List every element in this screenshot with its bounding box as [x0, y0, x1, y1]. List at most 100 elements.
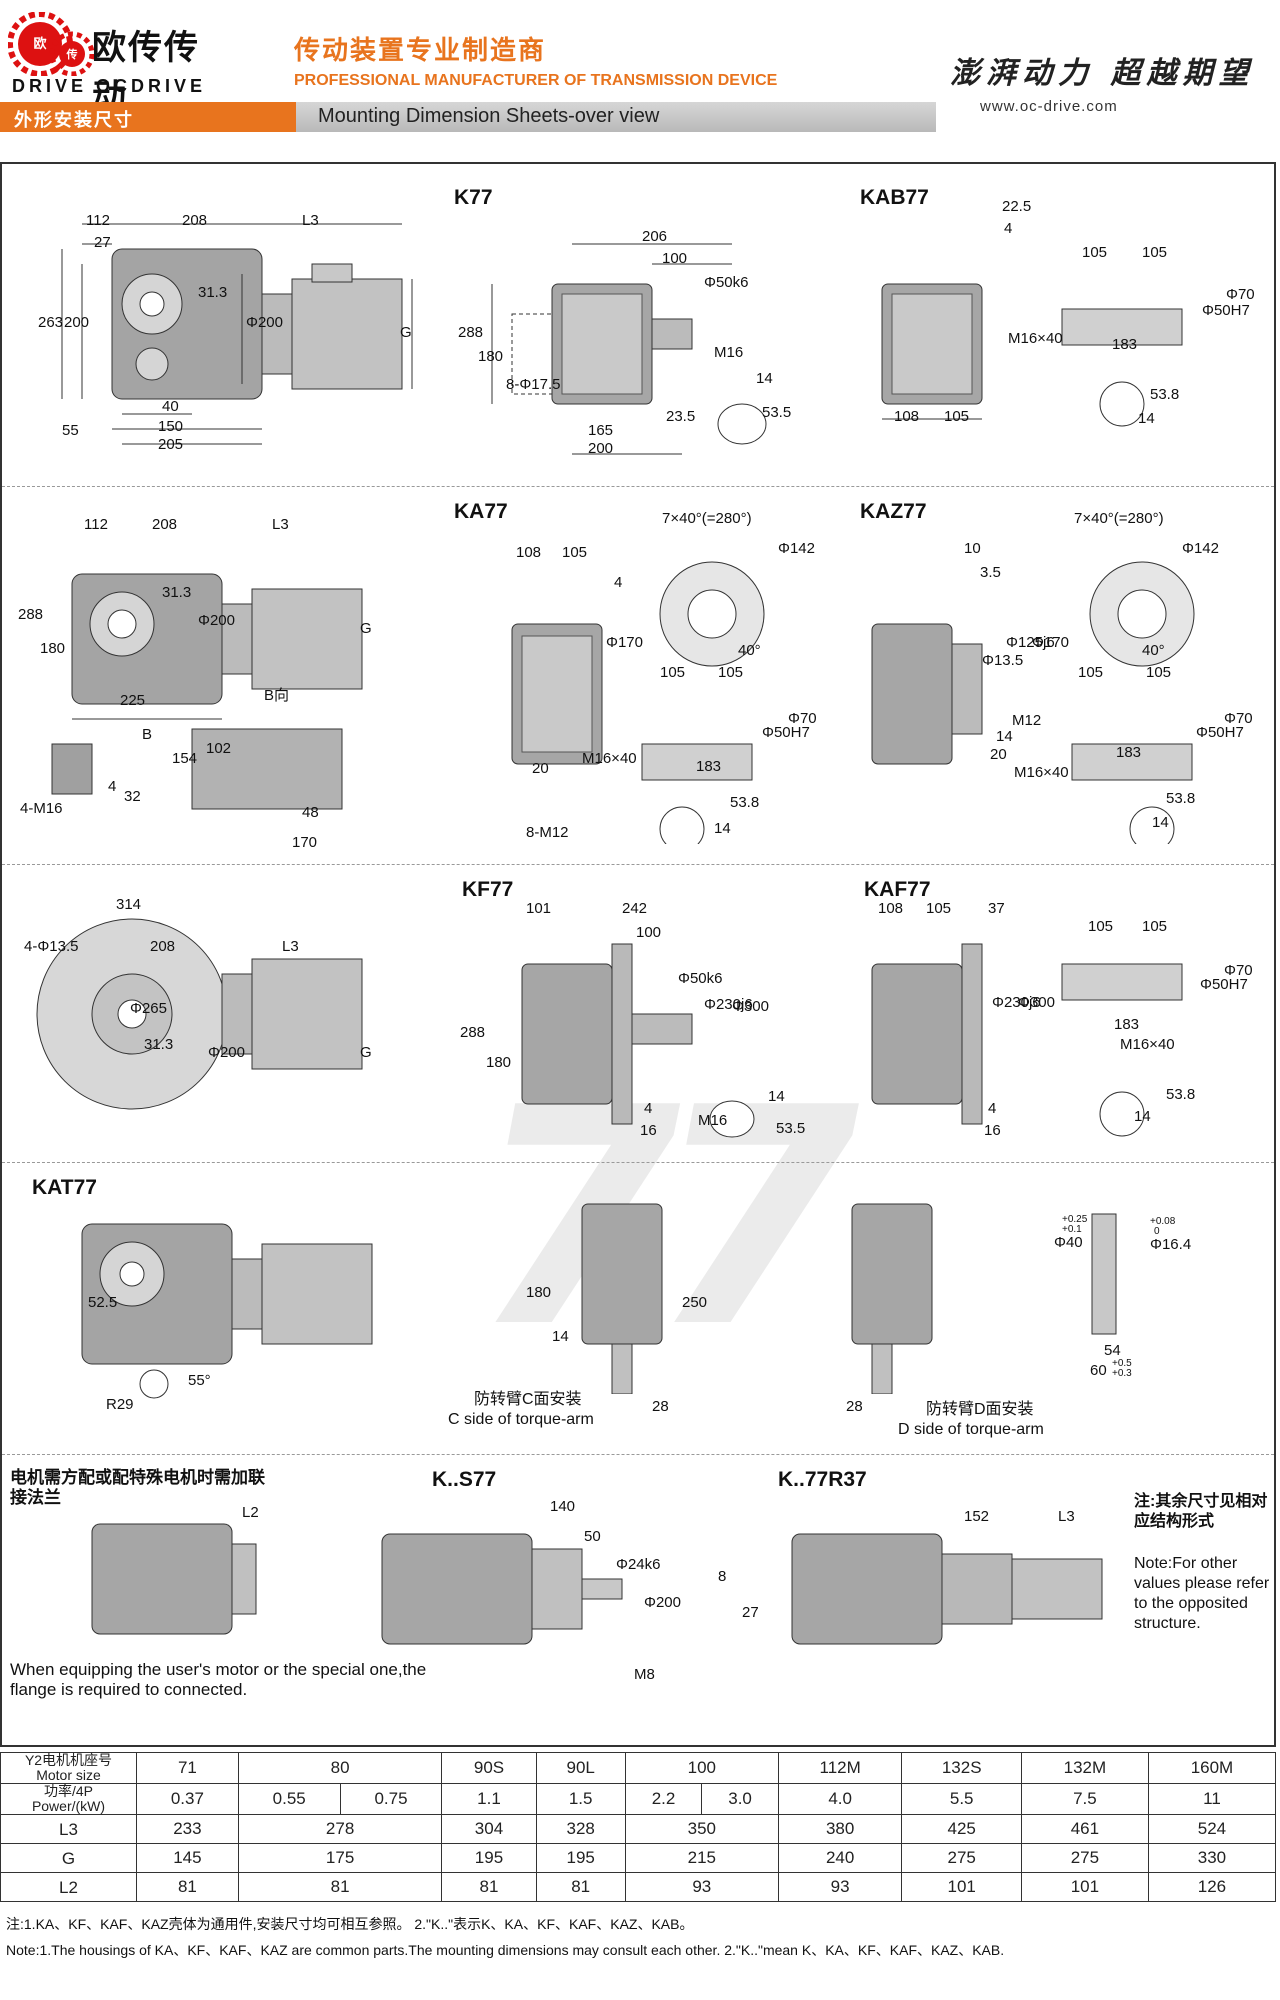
footnote-en: Note:1.The housings of KA、KF、KAF、KAZ are…: [6, 1942, 1005, 1958]
dim-label: 105: [562, 544, 588, 561]
table-cell: 81: [237, 1872, 443, 1902]
dim-label: Φ13.5: [982, 652, 1024, 669]
dim-label: 200: [588, 440, 614, 457]
table-cell: 240: [777, 1843, 903, 1873]
dim-label: L3: [282, 938, 299, 955]
dim-label: 105: [944, 408, 970, 425]
dim-label: 8: [718, 1568, 727, 1585]
model-label-ks77: K..S77: [432, 1468, 497, 1491]
table-cell: 195: [535, 1843, 626, 1873]
dim-label: 150: [158, 418, 184, 435]
table-cell: 4.0: [777, 1783, 903, 1815]
table-cell: 0.55: [237, 1783, 341, 1815]
dim-label: Φ230j6: [704, 996, 753, 1013]
table-cell: 132S: [901, 1752, 1022, 1784]
table-cell: 0.75: [339, 1783, 443, 1815]
table-cell: 145: [136, 1843, 239, 1873]
dim-label: 27: [742, 1604, 759, 1621]
dim-label: 28: [846, 1398, 863, 1415]
dim-label: Φ24k6: [616, 1556, 661, 1573]
logo-char: 传: [66, 47, 78, 61]
table-cell: 524: [1147, 1814, 1277, 1844]
dim-label: 205: [158, 436, 184, 453]
dim-label: 31.3: [162, 584, 192, 601]
table-cell: 425: [901, 1814, 1022, 1844]
c-side-caption-en: C side of torque-arm: [448, 1411, 594, 1428]
table-row: L2 81 81 81 81 93 93 101 101 126: [0, 1872, 1277, 1902]
dim-label: Φ142: [778, 540, 815, 557]
row-head-en: Motor size: [36, 1767, 101, 1783]
dim-label: Φ230j6: [992, 994, 1041, 1011]
table-cell: 80: [237, 1752, 443, 1784]
dim-label: 40: [162, 398, 179, 415]
dim-label: M12: [1012, 712, 1042, 729]
table-cell: 100: [624, 1752, 779, 1784]
dim-label: 105: [1146, 664, 1172, 681]
dim-label: 40°: [1142, 642, 1165, 659]
dim-label: Φ50H7: [1202, 302, 1250, 319]
dim-label: 14: [996, 728, 1013, 745]
dim-label: 31.3: [198, 284, 228, 301]
dim-label: 40°: [738, 642, 761, 659]
row-head-l2: L2: [0, 1872, 137, 1902]
dim-label: 14: [1152, 814, 1169, 831]
dim-label: 22.5: [1002, 198, 1032, 215]
section-divider: [2, 1162, 1274, 1163]
dim-label: 16: [984, 1122, 1001, 1139]
table-row: G 145 175 195 195 215 240 275 275 330: [0, 1843, 1277, 1873]
dim-label: +0.1: [1062, 1224, 1082, 1235]
dim-label: Φ50H7: [762, 724, 810, 741]
dim-label: +0.3: [1112, 1368, 1132, 1379]
dim-label: M16×40: [582, 750, 637, 767]
model-label-kaf77: KAF77: [864, 878, 931, 901]
dim-label: 54: [1104, 1342, 1121, 1359]
table-cell: 81: [136, 1872, 239, 1902]
dim-label: 53.8: [730, 794, 760, 811]
dim-label: 183: [1114, 1016, 1140, 1033]
dim-label: 208: [182, 212, 208, 229]
dim-label: 288: [460, 1024, 486, 1041]
brand-name-en: DRIVE OCDRIVE: [12, 76, 207, 96]
section-divider: [2, 486, 1274, 487]
dim-label: +0.5: [1112, 1358, 1132, 1369]
dim-label: Φ70: [788, 710, 817, 727]
table-cell: 5.5: [901, 1783, 1022, 1815]
dim-label: L3: [1058, 1508, 1075, 1525]
row-head-en: Power/(kW): [31, 1798, 106, 1814]
dim-label: Φ50k6: [678, 970, 723, 987]
dim-label: R29: [106, 1396, 134, 1413]
dim-label: 165: [588, 422, 614, 439]
dim-label: Φ300: [732, 998, 769, 1015]
model-label-kab77: KAB77: [860, 186, 929, 209]
dim-label: 105: [1142, 918, 1168, 935]
dim-label: 108: [894, 408, 920, 425]
model-label-ka77: KA77: [454, 500, 508, 523]
dim-label: 50: [584, 1528, 601, 1545]
tagline-en: PROFESSIONAL MANUFACTURER OF TRANSMISSIO…: [294, 72, 778, 89]
dim-label: 314: [116, 896, 142, 913]
dim-label: 112: [84, 516, 108, 533]
dim-label: 140: [550, 1498, 576, 1515]
dim-label: 14: [768, 1088, 785, 1105]
table-cell: 132M: [1020, 1752, 1149, 1784]
dim-label: 105: [926, 900, 952, 917]
k-gearmotor-front-drawing: [22, 204, 422, 454]
row-head-g: G: [0, 1843, 137, 1873]
table-cell: 101: [901, 1872, 1022, 1902]
table-cell: 380: [777, 1814, 903, 1844]
dim-label: 52.5: [88, 1294, 118, 1311]
dim-label: 206: [642, 228, 668, 245]
dim-label: L3: [272, 516, 289, 533]
dim-label: 105: [1142, 244, 1168, 261]
dim-label: M8: [634, 1666, 655, 1683]
dim-label: 4-Φ13.5: [24, 938, 79, 955]
dim-label: Φ125j6: [1006, 634, 1055, 651]
k77-drawing: [452, 224, 792, 474]
dim-label: 4: [988, 1100, 997, 1117]
dim-label: G: [360, 620, 372, 637]
table-cell: 0.37: [136, 1783, 239, 1815]
table-cell: 1.5: [535, 1783, 626, 1815]
dim-label: 288: [458, 324, 484, 341]
ks77-drawing: [372, 1524, 672, 1654]
